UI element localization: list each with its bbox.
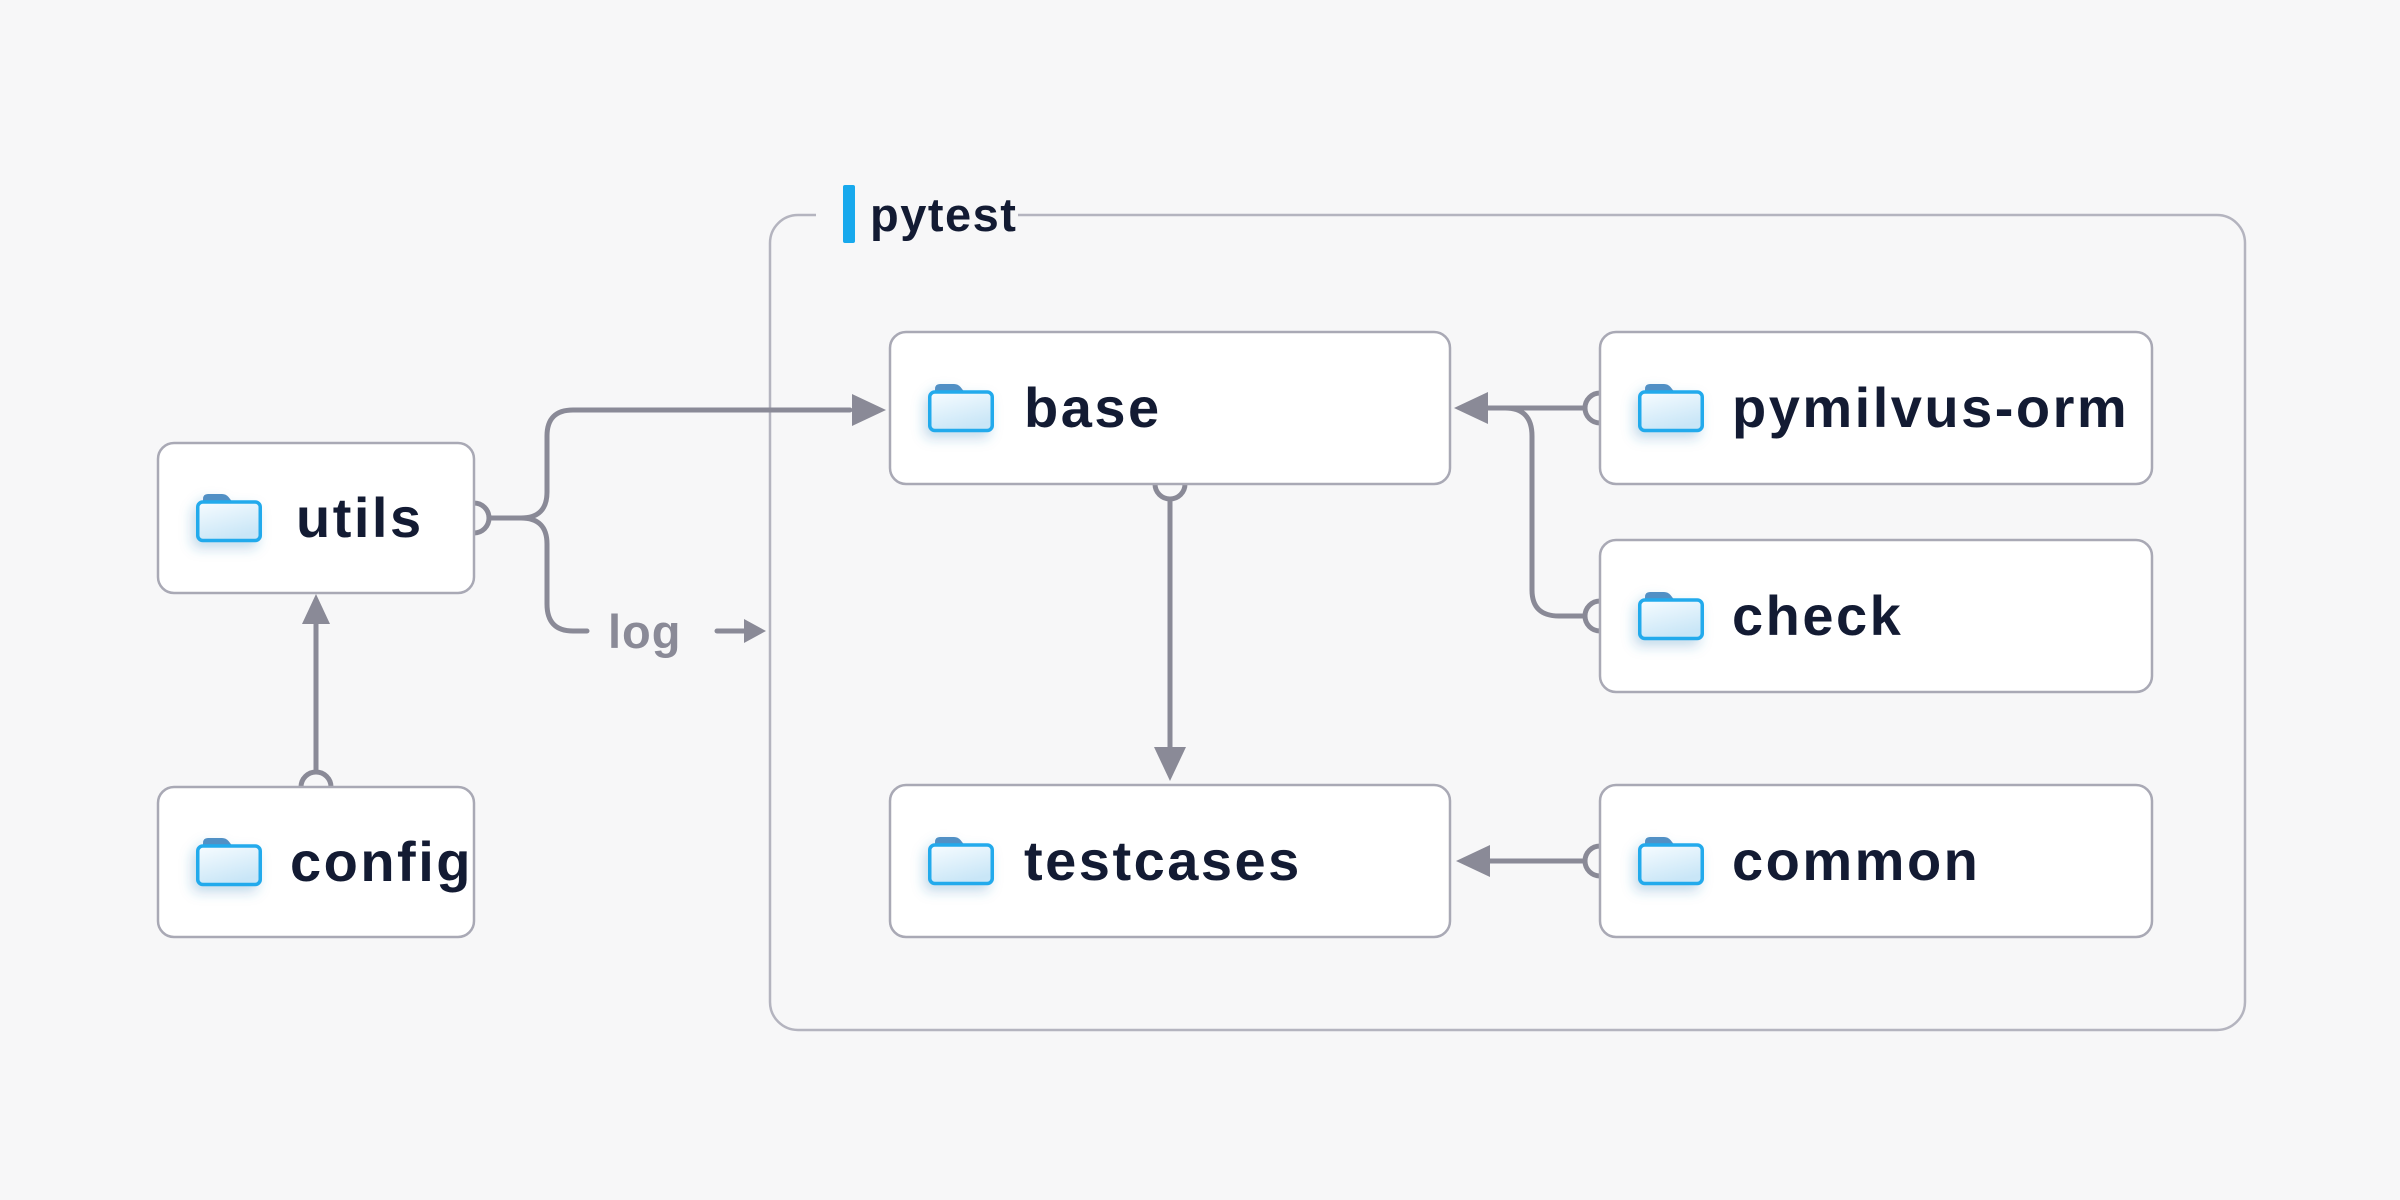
- node-box: [1598, 783, 2154, 939]
- edge-pymilvus-orm-to-base: [1454, 390, 1618, 426]
- node-box: [888, 783, 1452, 939]
- node-label: pymilvus-orm: [1732, 376, 2129, 439]
- group-title: pytest: [870, 188, 1017, 241]
- edge-base-to-testcases: [1152, 466, 1188, 781]
- node-label: config: [290, 830, 473, 893]
- folder-icon: [198, 494, 261, 541]
- node-testcases: testcases: [888, 783, 1452, 939]
- arrowhead-left-icon: [1456, 845, 1490, 877]
- node-utils: utils: [156, 441, 476, 595]
- node-label: base: [1024, 376, 1162, 439]
- folder-icon: [1640, 837, 1703, 884]
- node-pymilvus-orm: pymilvus-orm: [1598, 330, 2154, 486]
- node-box: [888, 330, 1452, 486]
- folder-icon: [198, 838, 261, 885]
- node-label: testcases: [1024, 829, 1302, 892]
- arrowhead-right-icon: [744, 619, 766, 643]
- arrowhead-down-icon: [1154, 747, 1186, 781]
- node-box: [156, 785, 476, 939]
- edge-utils-to-log: log: [486, 515, 766, 658]
- node-config: config: [156, 785, 476, 939]
- node-box: [1598, 330, 2154, 486]
- edge-check-to-base: [1487, 405, 1618, 634]
- arrowhead-right-icon: [852, 394, 886, 426]
- edge-common-to-testcases: [1456, 843, 1618, 879]
- edge-utils-to-base: [486, 394, 886, 521]
- arrowhead-left-icon: [1454, 392, 1488, 424]
- edge-line: [486, 515, 590, 634]
- node-label: common: [1732, 829, 1980, 892]
- node-base: base: [888, 330, 1452, 486]
- edge-label-log: log: [608, 605, 681, 658]
- arrowhead-up-icon: [302, 594, 330, 624]
- pytest-group-box: [768, 213, 2247, 1032]
- accent-bar-icon: [843, 185, 855, 243]
- node-label: utils: [296, 486, 424, 549]
- node-label: check: [1732, 584, 1903, 647]
- folder-icon: [1640, 384, 1703, 431]
- pytest-group-label: pytest: [816, 185, 1018, 243]
- edge-line: [486, 407, 853, 521]
- edge-config-to-utils: [298, 594, 334, 805]
- node-box: [1598, 538, 2154, 694]
- folder-icon: [1640, 592, 1703, 639]
- folder-icon: [930, 384, 993, 431]
- node-common: common: [1598, 783, 2154, 939]
- node-check: check: [1598, 538, 2154, 694]
- edge-line: [1487, 405, 1588, 619]
- folder-icon: [930, 837, 993, 884]
- node-box: [156, 441, 476, 595]
